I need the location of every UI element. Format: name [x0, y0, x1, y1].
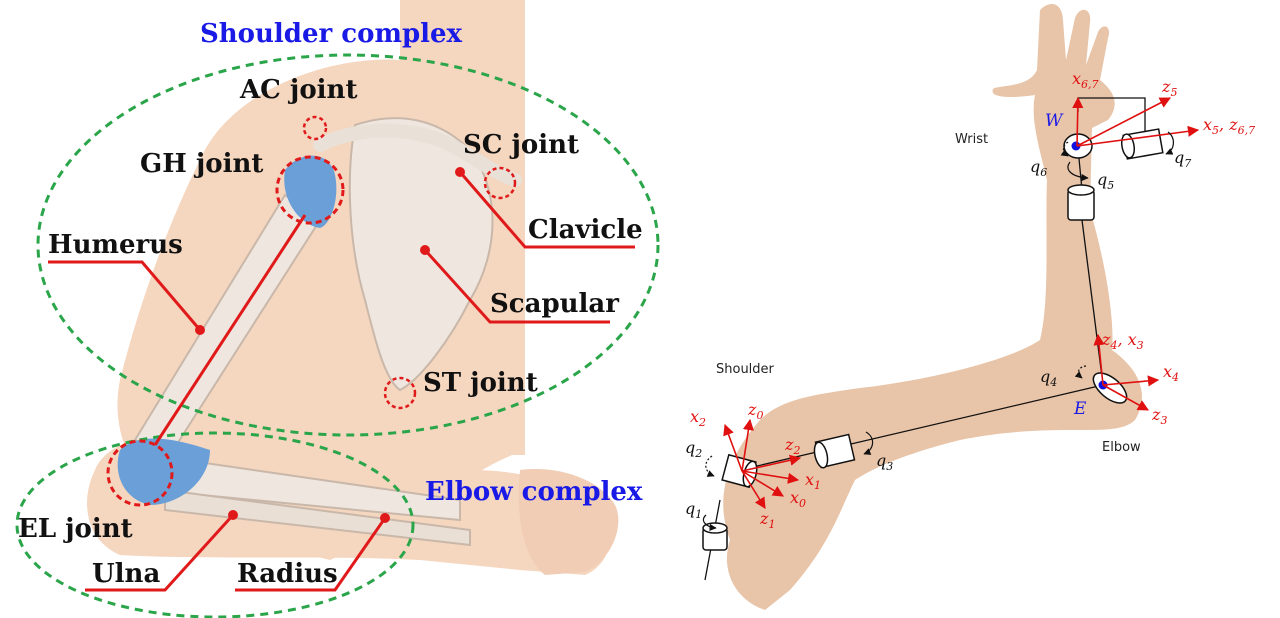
elbow-point-label: E — [1073, 399, 1087, 419]
elbow-place-label: Elbow — [1102, 440, 1141, 455]
z4-x3-label: z4, x3 — [1101, 330, 1144, 352]
gh-joint-label: GH joint — [140, 149, 263, 179]
shoulder-cylinder-q1 — [703, 523, 727, 550]
z5-label: z5 — [1161, 77, 1177, 99]
anatomy-figure: Shoulder complex Elbow complex AC joint … — [0, 0, 665, 618]
radius-label: Radius — [237, 559, 338, 589]
humerus-label: Humerus — [48, 230, 183, 260]
wrist-cylinder-q7 — [1120, 129, 1163, 159]
q2-label: q2 — [685, 438, 702, 460]
wrist-place-label: Wrist — [955, 132, 988, 147]
sc-joint-label: SC joint — [463, 130, 579, 160]
shoulder-place-label: Shoulder — [716, 362, 775, 377]
x5-z67-label: x5, z6,7 — [1203, 115, 1255, 137]
ulna-label: Ulna — [92, 559, 160, 589]
arc-q2 — [706, 456, 714, 476]
wrist-cylinder-q5 — [1068, 185, 1094, 220]
shoulder-complex-title: Shoulder complex — [200, 19, 463, 49]
arc-q7 — [1166, 132, 1173, 154]
wrist-point-label: W — [1045, 111, 1064, 131]
kinematic-figure: Shoulder Elbow Wrist W E q2 q1 q3 q4 q5 … — [685, 4, 1255, 610]
q7-label: q7 — [1174, 148, 1191, 170]
q1-label: q1 — [685, 499, 702, 521]
st-joint-label: ST joint — [423, 368, 538, 398]
elbow-complex-title: Elbow complex — [425, 477, 643, 507]
z3-label: z3 — [1151, 405, 1167, 427]
x4-label: x4 — [1163, 362, 1179, 384]
ulna-dot — [228, 510, 238, 520]
scapular-label: Scapular — [490, 289, 619, 319]
scapular-dot — [420, 245, 430, 255]
el-joint-label: EL joint — [18, 514, 133, 544]
humerus-dot — [195, 325, 205, 335]
clavicle-dot — [455, 167, 465, 177]
z0-label: z0 — [747, 400, 763, 422]
arm-silhouette — [723, 4, 1142, 610]
q5-label: q5 — [1097, 170, 1114, 192]
radius-dot — [380, 513, 390, 523]
axis-x67 — [1077, 98, 1078, 146]
x2-label: x2 — [690, 407, 706, 429]
ac-joint-label: AC joint — [239, 75, 357, 105]
clavicle-label: Clavicle — [528, 215, 643, 245]
